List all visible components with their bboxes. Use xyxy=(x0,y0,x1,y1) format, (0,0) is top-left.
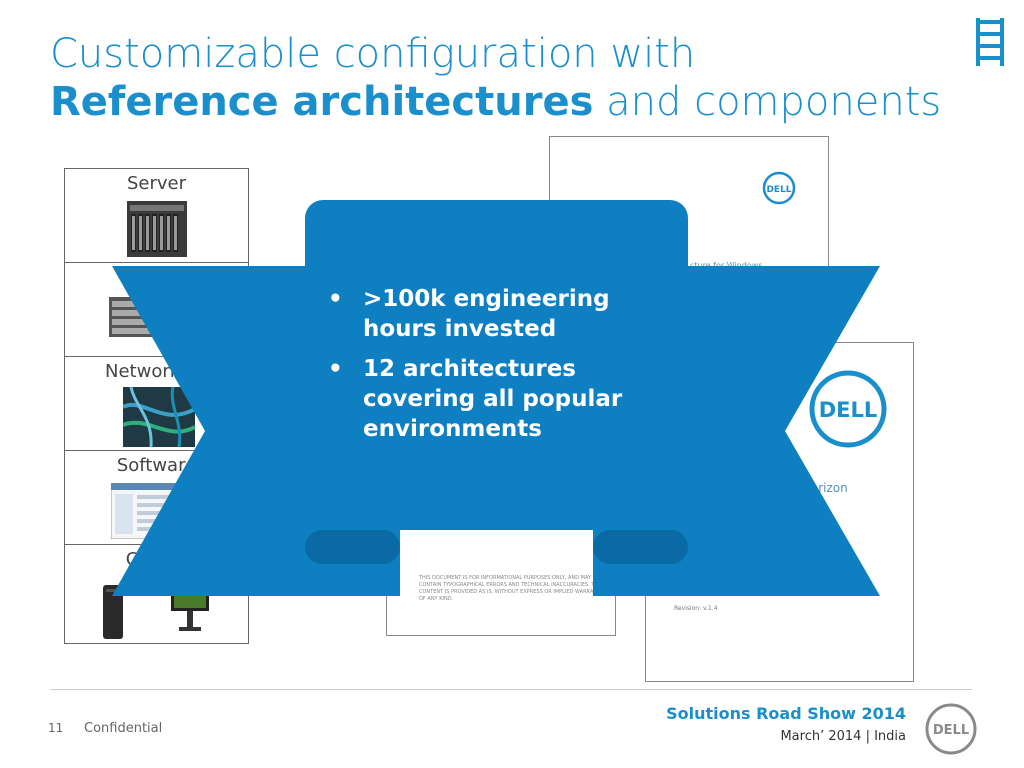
dell-logo-icon: DELL xyxy=(809,370,887,448)
title-line-1: Customizable configuration with xyxy=(50,31,696,77)
dell-logo-icon: DELL xyxy=(762,171,796,205)
svg-text:DELL: DELL xyxy=(819,398,878,422)
bullet-marker: • xyxy=(328,286,343,312)
title-line-2: Reference architectures and components xyxy=(50,78,970,126)
banner-fold-tabs xyxy=(305,530,688,564)
confidential-label: Confidential xyxy=(84,721,163,736)
ladder-icon xyxy=(976,18,1004,66)
title-rest-text: and components xyxy=(593,79,942,125)
component-label: Software xyxy=(116,455,197,476)
bullet-text: >100k engineering hours invested xyxy=(363,286,610,342)
title-bold-text: Reference architectures xyxy=(50,79,594,125)
component-cell-server: Server xyxy=(65,169,248,263)
component-label: Server xyxy=(126,173,187,194)
bullet-text: 12 architectures covering all popular en… xyxy=(363,356,623,442)
page-number: 11 xyxy=(48,721,64,735)
networking-image xyxy=(123,387,195,447)
footer-divider xyxy=(50,689,972,690)
event-title: Solutions Road Show 2014 xyxy=(666,704,906,723)
callout-panel xyxy=(305,200,688,530)
bullet-marker: • xyxy=(328,356,343,382)
document-revision: Revision: v.1.4 xyxy=(674,605,718,612)
document-subtitle: cture for Windows xyxy=(690,261,763,270)
callout-bullet-item: • >100k engineering hours invested xyxy=(328,284,648,344)
slide-title: Customizable configuration with Referenc… xyxy=(50,30,970,126)
svg-text:DELL: DELL xyxy=(933,723,969,738)
server-image xyxy=(127,201,187,257)
dell-logo-icon: DELL xyxy=(925,703,977,755)
reference-document-middle: THIS DOCUMENT IS FOR INFORMATIONAL PURPO… xyxy=(386,520,616,636)
event-date-location: March’ 2014 | India xyxy=(780,729,906,744)
callout-bullet-item: • 12 architectures covering all popular … xyxy=(328,354,648,444)
document-legal-text: THIS DOCUMENT IS FOR INFORMATIONAL PURPO… xyxy=(419,575,608,602)
svg-text:DELL: DELL xyxy=(766,185,791,195)
callout-bullets: • >100k engineering hours invested • 12 … xyxy=(328,284,648,454)
